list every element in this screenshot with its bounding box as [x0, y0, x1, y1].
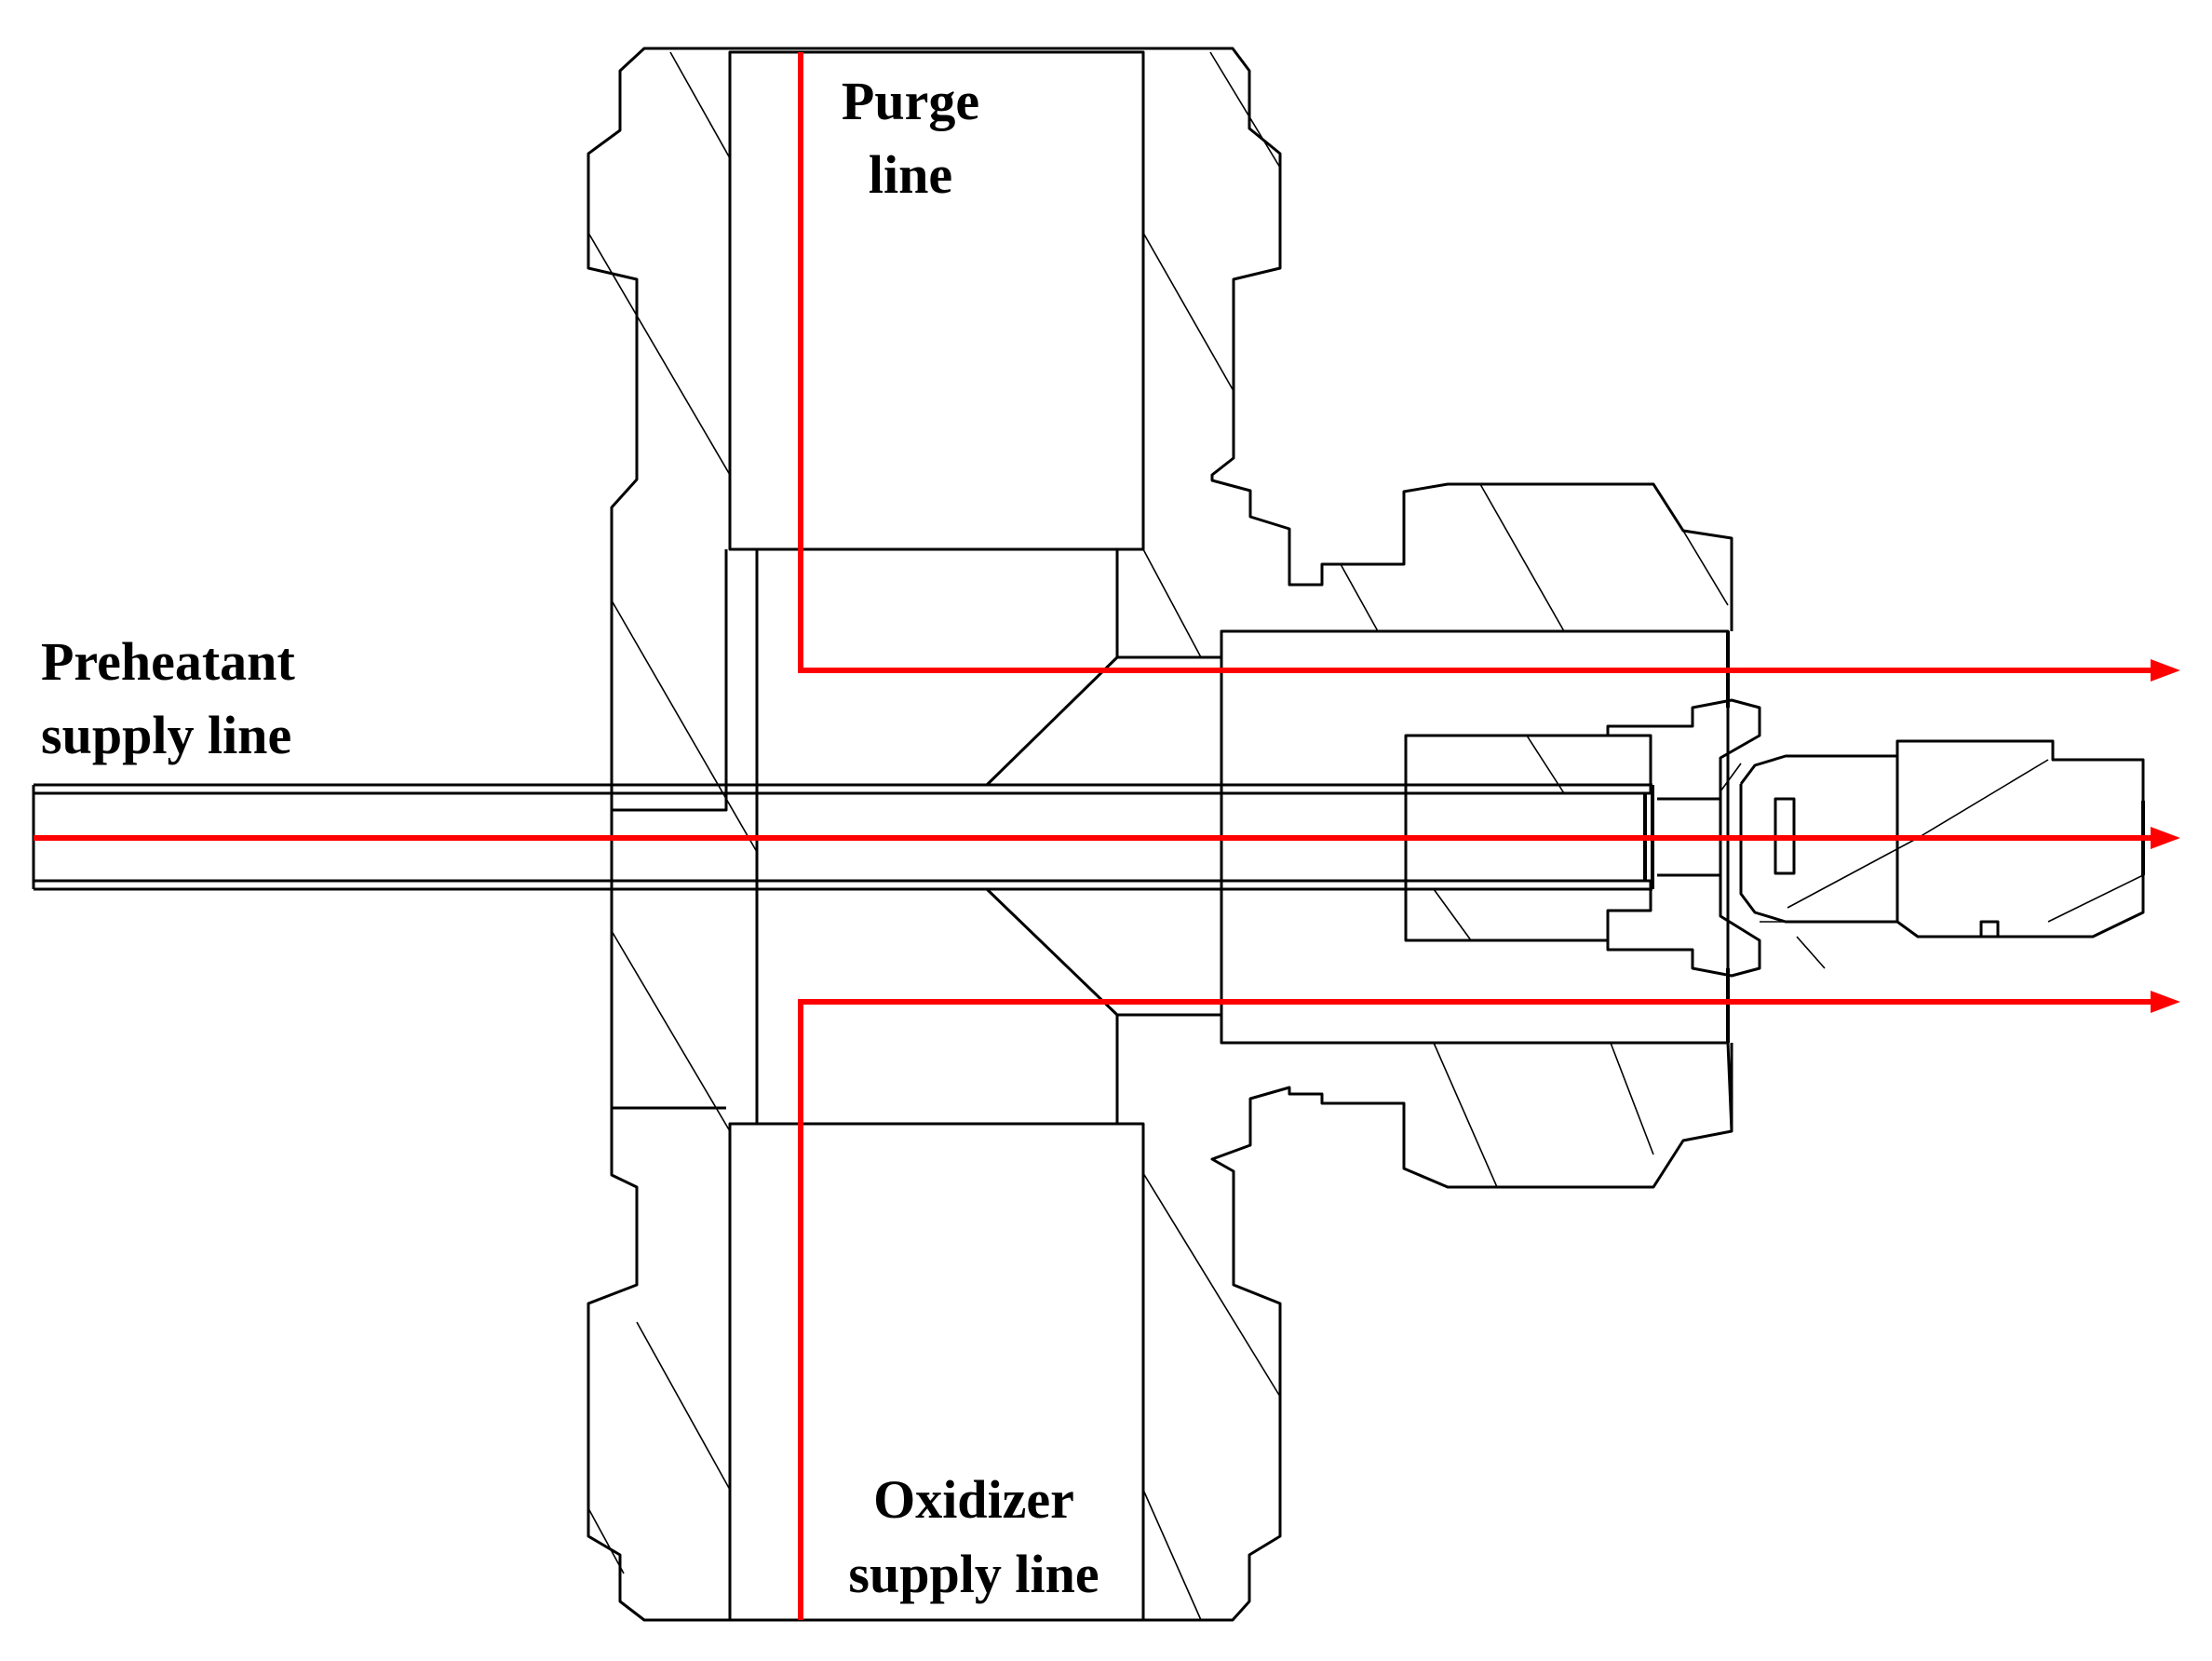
inner-nut [1404, 734, 1652, 942]
section-hatching [587, 51, 2144, 1621]
upper-nut-outline [587, 47, 1733, 812]
flow-paths [34, 52, 2180, 1620]
purge-line-label-2: line [869, 144, 952, 205]
labels: Purge line Preheatant supply line Oxidiz… [41, 71, 1099, 1604]
oxidizer-line-port [728, 1122, 1145, 1622]
lower-nut-outline [587, 1043, 1733, 1622]
preheatant-label-2: supply line [41, 705, 291, 765]
preheatant-label-1: Preheatant [41, 631, 295, 692]
preheatant-flow-arrowhead [2151, 827, 2180, 849]
preheatant-tube [32, 783, 1654, 891]
oxidizer-flow-arrowhead [2151, 991, 2180, 1013]
purge-line-label-1: Purge [842, 71, 979, 131]
purge-flow-path [798, 52, 2155, 673]
end-cap [1895, 739, 2145, 939]
oxidizer-flow-path [798, 999, 2155, 1620]
oxidizer-label-2: supply line [848, 1544, 1099, 1604]
purge-flow-arrowhead [2151, 659, 2180, 682]
oxidizer-label-1: Oxidizer [873, 1469, 1074, 1530]
purge-line-port [728, 50, 1145, 551]
tee-body [587, 47, 1733, 1622]
